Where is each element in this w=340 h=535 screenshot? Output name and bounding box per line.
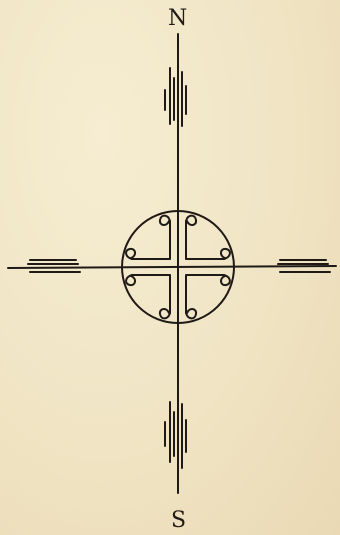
horizontal-axis (8, 266, 336, 268)
south-label: S (171, 510, 186, 532)
north-ticks (165, 68, 186, 126)
south-ticks (165, 402, 186, 468)
west-ticks (28, 260, 80, 272)
